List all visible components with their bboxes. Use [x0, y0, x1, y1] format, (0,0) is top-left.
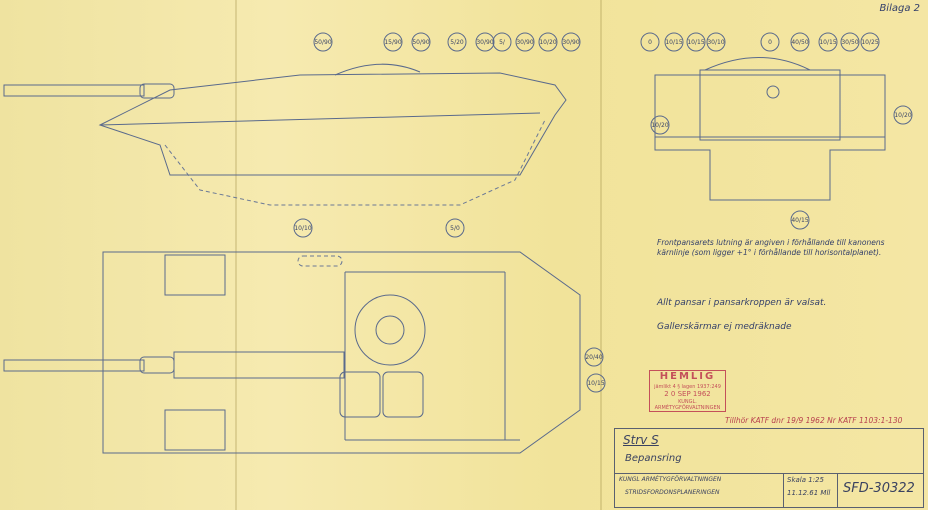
- front-view: [654, 57, 886, 201]
- stamp-title: HEMLIG: [659, 371, 716, 382]
- callout-text: 30/50: [841, 39, 858, 46]
- callout-text: 30/90: [476, 39, 493, 46]
- stamp-authority: KUNGL. ARMÉTYGFÖRVALTNINGEN: [654, 398, 721, 411]
- callout-text: 10/15: [819, 39, 836, 46]
- callout-text: 30/90: [562, 39, 579, 46]
- callout-text: 5/20: [450, 39, 464, 46]
- title-date: 11.12.61: [787, 489, 819, 497]
- stamp-date: 2 0 SEP 1962: [664, 389, 711, 398]
- armor-thickness-callout: 0: [760, 32, 780, 52]
- callout-text: 0: [768, 39, 772, 46]
- armor-thickness-callout: 40/50: [790, 32, 810, 52]
- drawing-number: SFD-30322: [843, 481, 915, 496]
- callout-text: 10/15: [587, 380, 604, 387]
- title-scale: Skala 1:25: [787, 476, 824, 484]
- armor-thickness-callout: 10/15: [818, 32, 838, 52]
- callout-text: 10/20: [651, 122, 668, 129]
- registry-note: Tillhör KATF dnr 19/9 1962 Nr KATF 1103:…: [725, 416, 903, 425]
- callout-text: 10/10: [294, 225, 311, 232]
- armor-thickness-callout: 50/90: [313, 32, 333, 52]
- armor-thickness-callout: 10/20: [893, 105, 913, 125]
- title-org2: STRIDSFORDONSPLANERINGEN: [625, 489, 720, 496]
- callout-text: 15/90: [384, 39, 401, 46]
- callout-text: 50/90: [412, 39, 429, 46]
- callout-text: 5/0: [450, 225, 460, 232]
- callout-text: 10/25: [861, 39, 878, 46]
- title-block: Strv S Bepansring KUNGL ARMÉTYGFÖRVALTNI…: [614, 428, 924, 508]
- fold-line: [600, 0, 602, 510]
- armor-thickness-callout: 10/10: [293, 218, 313, 238]
- callout-text: 0: [648, 39, 652, 46]
- armor-thickness-callout: 10/20: [650, 115, 670, 135]
- callout-text: 30/90: [516, 39, 533, 46]
- callout-text: 10/15: [687, 39, 704, 46]
- title-org1: KUNGL ARMÉTYGFÖRVALTNINGEN: [619, 476, 722, 483]
- armor-thickness-callout: 5/: [492, 32, 512, 52]
- armor-thickness-callout: 10/15: [586, 373, 606, 393]
- callout-text: 20/40: [585, 354, 602, 361]
- note-armor-slope: Frontpansarets lutning är angiven i förh…: [657, 238, 885, 258]
- callout-text: 10/20: [894, 112, 911, 119]
- armor-thickness-callout: 30/90: [561, 32, 581, 52]
- armor-thickness-callout: 30/10: [706, 32, 726, 52]
- callout-text: 5/: [499, 39, 506, 46]
- callout-text: 50/90: [314, 39, 331, 46]
- armor-thickness-callout: 50/90: [411, 32, 431, 52]
- title-name: Strv S: [623, 433, 659, 447]
- title-sign: Mll: [820, 489, 831, 497]
- armor-thickness-callout: 5/20: [447, 32, 467, 52]
- side-view: [3, 63, 567, 206]
- fold-line: [235, 0, 237, 510]
- armor-thickness-callout: 30/90: [515, 32, 535, 52]
- note-grille-screens: Gallerskärmar ej medräknade: [657, 322, 792, 332]
- stamp-law: jämlikt 4 § lagen 1937:249: [654, 383, 721, 390]
- callout-text: 40/50: [791, 39, 808, 46]
- armor-thickness-callout: 5/0: [445, 218, 465, 238]
- callout-text: 30/10: [707, 39, 724, 46]
- callout-text: 10/15: [665, 39, 682, 46]
- armor-thickness-callout: 0: [640, 32, 660, 52]
- armor-thickness-callout: 15/90: [383, 32, 403, 52]
- armor-thickness-callout: 10/15: [686, 32, 706, 52]
- sheet-label: Bilaga 2: [879, 3, 920, 14]
- title-subject: Bepansring: [625, 453, 682, 464]
- armor-thickness-callout: 10/25: [860, 32, 880, 52]
- armor-thickness-callout: 40/15: [790, 210, 810, 230]
- callout-text: 10/20: [539, 39, 556, 46]
- armor-thickness-callout: 10/20: [538, 32, 558, 52]
- armor-thickness-callout: 10/15: [664, 32, 684, 52]
- classification-stamp: HEMLIG jämlikt 4 § lagen 1937:249 2 0 SE…: [649, 370, 726, 412]
- armor-thickness-callout: 30/90: [475, 32, 495, 52]
- armor-thickness-callout: 30/50: [840, 32, 860, 52]
- top-view: [3, 251, 581, 454]
- armor-thickness-callout: 20/40: [584, 347, 604, 367]
- callout-text: 40/15: [791, 217, 808, 224]
- note-rolled-armor: Allt pansar i pansarkroppen är valsat.: [657, 298, 827, 308]
